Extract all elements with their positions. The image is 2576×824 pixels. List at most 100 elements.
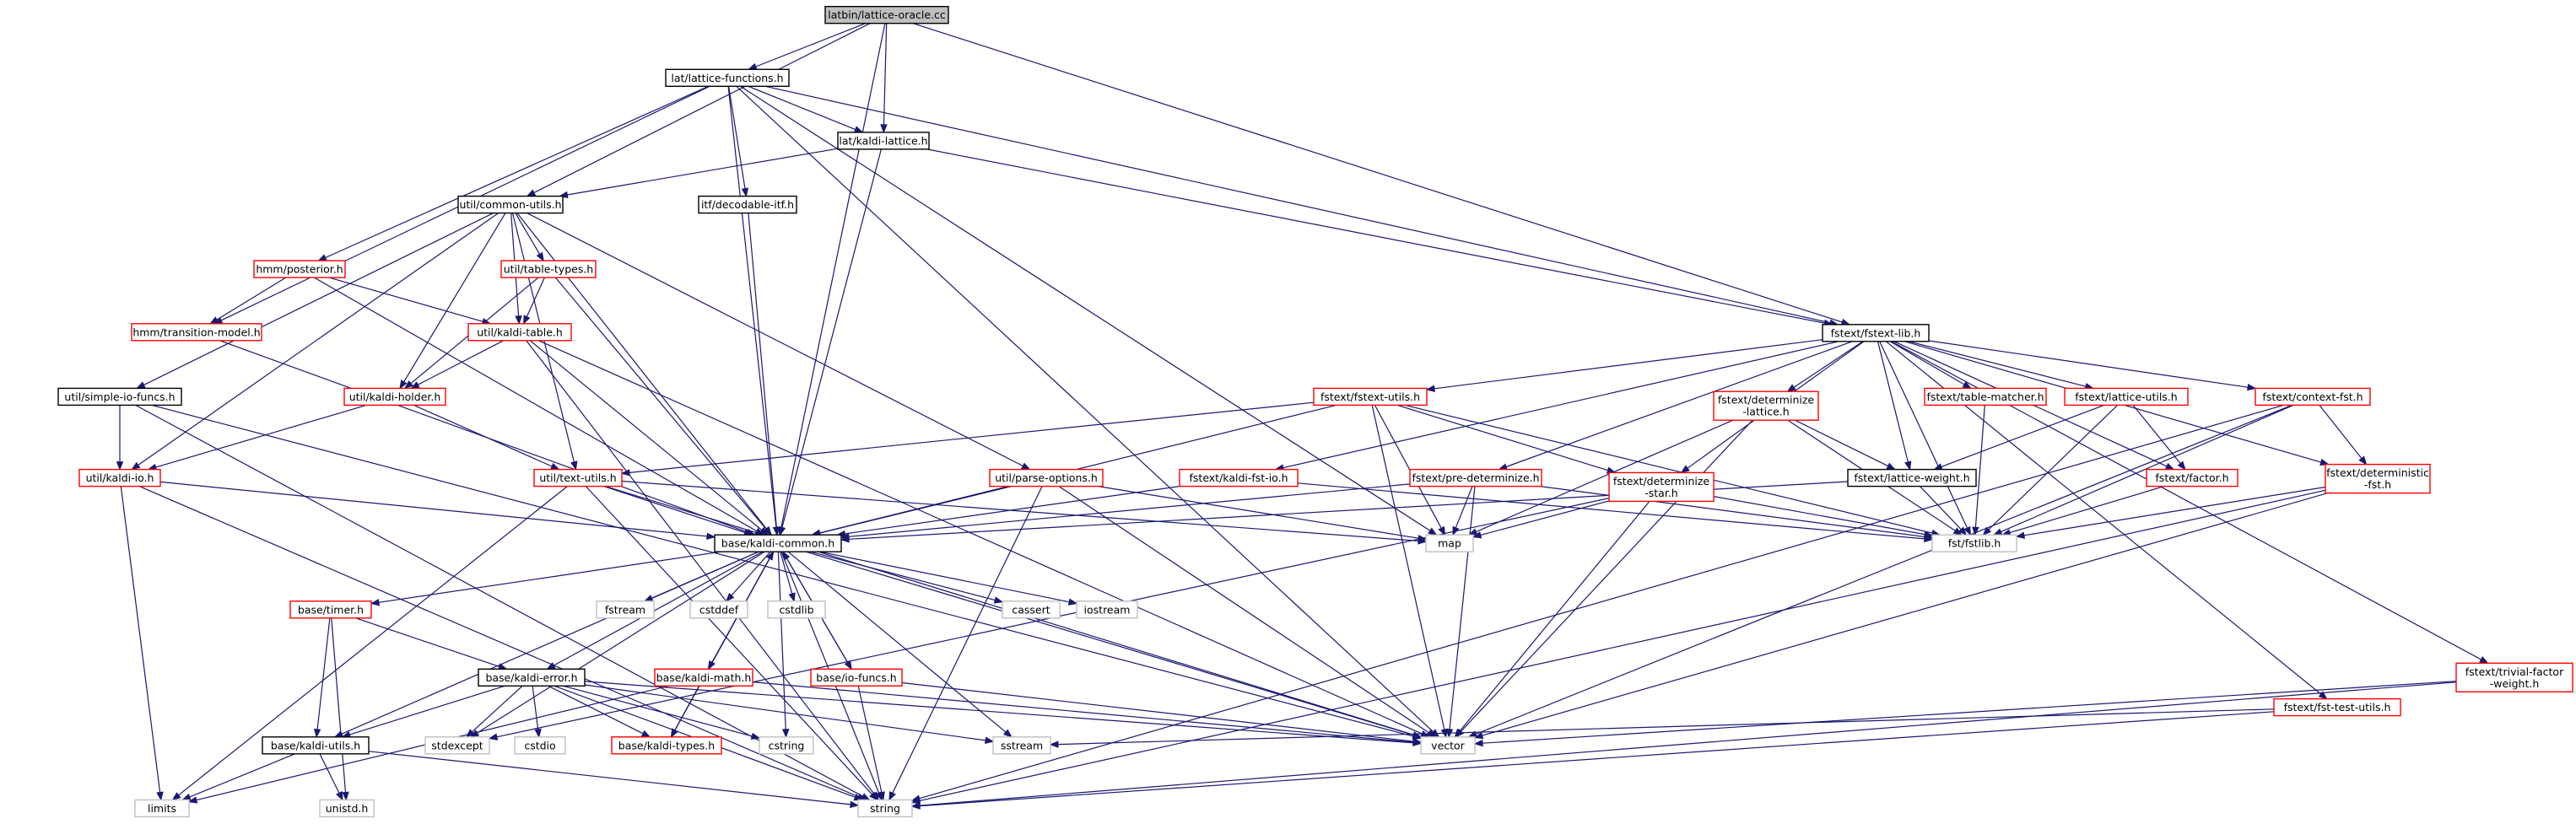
edge-determinize-star-to-map bbox=[1472, 500, 1610, 539]
node-trivial-factor-weight[interactable]: fstext/trivial-factor-weight.h bbox=[2455, 662, 2573, 692]
node-kaldi-error[interactable]: base/kaldi-error.h bbox=[478, 668, 586, 687]
edge-lattice-oracle-to-kaldi-lattice bbox=[880, 23, 888, 134]
node-kaldi-lattice[interactable]: lat/kaldi-lattice.h bbox=[837, 132, 930, 150]
edge-timer-to-kaldi-error bbox=[355, 617, 508, 671]
node-label: fstext/table-matcher.h bbox=[1926, 390, 2044, 403]
node-label: vector bbox=[1431, 739, 1466, 751]
node-determinize-star[interactable]: fstext/determinize-star.h bbox=[1608, 471, 1715, 503]
node-box bbox=[289, 600, 372, 619]
node-lattice-weight[interactable]: fstext/lattice-weight.h bbox=[1847, 468, 1977, 487]
node-iostream: iostream bbox=[1076, 600, 1138, 619]
node-label: util/simple-io-funcs.h bbox=[64, 390, 175, 403]
edge-context-fst-to-deterministic-fst bbox=[2319, 405, 2368, 466]
edge-lattice-oracle-to-kaldi-common bbox=[777, 23, 886, 536]
node-label: util/text-utils.h bbox=[539, 471, 616, 484]
edge-kaldi-lattice-to-common-utils bbox=[559, 148, 839, 199]
node-box bbox=[2273, 697, 2401, 717]
node-unistd: unistd.h bbox=[319, 799, 375, 818]
node-map: map bbox=[1425, 534, 1474, 552]
edge-fstext-utils-to-map bbox=[1374, 405, 1446, 536]
node-fstext-lib[interactable]: fstext/fstext-lib.h bbox=[1822, 324, 1930, 342]
node-box bbox=[1076, 600, 1138, 619]
node-label: string bbox=[870, 802, 900, 815]
node-box bbox=[253, 260, 346, 278]
node-context-fst[interactable]: fstext/context-fst.h bbox=[2255, 387, 2371, 407]
node-sstream: sstream bbox=[992, 736, 1051, 755]
edge-decodable-itf-to-kaldi-common bbox=[748, 213, 780, 536]
node-text-utils[interactable]: util/text-utils.h bbox=[533, 468, 623, 487]
node-table-matcher[interactable]: fstext/table-matcher.h bbox=[1924, 387, 2047, 407]
edge-determinize-lattice-to-map bbox=[1467, 419, 1734, 536]
node-kaldi-types[interactable]: base/kaldi-types.h bbox=[611, 736, 722, 755]
node-transition-model[interactable]: hmm/transition-model.h bbox=[131, 323, 262, 342]
edge-common-utils-to-text-utils bbox=[511, 213, 578, 471]
node-box bbox=[759, 736, 814, 755]
node-lattice-functions[interactable]: lat/lattice-functions.h bbox=[665, 68, 790, 88]
edge-posterior-to-kaldi-common bbox=[314, 277, 764, 536]
node-simple-io-funcs[interactable]: util/simple-io-funcs.h bbox=[57, 387, 182, 407]
node-label: cstdio bbox=[524, 739, 555, 751]
edge-pre-determinize-to-map bbox=[1452, 486, 1473, 536]
edge-determinize-lattice-to-vector bbox=[1455, 419, 1753, 738]
node-box bbox=[767, 600, 826, 619]
node-kaldi-common[interactable]: base/kaldi-common.h bbox=[714, 534, 842, 552]
node-label: lat/kaldi-lattice.h bbox=[839, 134, 927, 147]
node-parse-options[interactable]: util/parse-options.h bbox=[989, 468, 1104, 487]
edge-fstext-lib-to-lattice-weight bbox=[1877, 341, 1912, 471]
edge-fstext-lib-to-fstlib bbox=[1879, 341, 1971, 536]
node-kaldi-utils[interactable]: base/kaldi-utils.h bbox=[262, 736, 370, 755]
edge-kaldi-table-to-kaldi-holder bbox=[410, 340, 504, 390]
node-label: hmm/transition-model.h bbox=[132, 326, 260, 338]
edge-kaldi-error-to-vector bbox=[584, 681, 1423, 746]
edge-determinize-lattice-to-lattice-weight bbox=[1795, 419, 1897, 471]
node-box bbox=[78, 468, 161, 487]
node-box bbox=[1002, 600, 1061, 619]
edge-lattice-functions-to-posterior bbox=[317, 85, 709, 261]
node-factor[interactable]: fstext/factor.h bbox=[2146, 468, 2238, 487]
node-deterministic-fst[interactable]: fstext/deterministic-fst.h bbox=[2325, 463, 2431, 494]
node-posterior[interactable]: hmm/posterior.h bbox=[253, 260, 346, 278]
node-kaldi-table[interactable]: util/kaldi-table.h bbox=[467, 323, 572, 342]
node-cassert: cassert bbox=[1002, 600, 1061, 619]
node-fst-test-utils[interactable]: fstext/fst-test-utils.h bbox=[2273, 697, 2401, 717]
node-kaldi-holder[interactable]: util/kaldi-holder.h bbox=[343, 387, 446, 407]
node-kaldi-io[interactable]: util/kaldi-io.h bbox=[78, 468, 161, 487]
edge-timer-to-unistd bbox=[331, 617, 349, 801]
edge-kaldi-holder-to-text-utils bbox=[413, 404, 560, 471]
node-box bbox=[134, 799, 190, 818]
node-label: fstext/determinize bbox=[1718, 394, 1815, 407]
node-label: fstext/factor.h bbox=[2155, 471, 2228, 484]
node-fst-lattice-utils[interactable]: fstext/lattice-utils.h bbox=[2064, 387, 2189, 407]
node-decodable-itf[interactable]: itf/decodable-itf.h bbox=[698, 195, 797, 214]
node-common-utils[interactable]: util/common-utils.h bbox=[457, 195, 564, 214]
node-lattice-oracle[interactable]: latbin/lattice-oracle.cc bbox=[824, 5, 949, 24]
node-stdexcept: stdexcept bbox=[424, 736, 490, 755]
edge-lattice-functions-to-vector bbox=[736, 85, 1440, 738]
edge-common-utils-to-kaldi-holder bbox=[399, 213, 506, 390]
node-box bbox=[698, 195, 797, 214]
edge-deterministic-fst-to-fstlib bbox=[2015, 486, 2326, 539]
node-cstring: cstring bbox=[759, 736, 814, 755]
node-timer[interactable]: base/timer.h bbox=[289, 600, 372, 619]
node-table-types[interactable]: util/table-types.h bbox=[500, 260, 597, 278]
edge-fst-test-utils-to-string bbox=[910, 711, 2275, 810]
node-determinize-lattice[interactable]: fstext/determinize-lattice.h bbox=[1713, 390, 1819, 421]
edge-kaldi-error-to-kaldi-utils bbox=[341, 685, 505, 738]
node-box bbox=[457, 195, 564, 214]
node-label: map bbox=[1438, 537, 1461, 550]
edge-lattice-weight-to-fstlib bbox=[1920, 486, 1968, 536]
edge-fst-lattice-utils-to-lattice-weight bbox=[1933, 404, 2104, 471]
node-pre-determinize[interactable]: fstext/pre-determinize.h bbox=[1409, 468, 1542, 487]
node-fstream: fstream bbox=[596, 600, 655, 619]
edge-kaldi-holder-to-kaldi-io bbox=[147, 404, 367, 471]
node-label: fst/fstlib.h bbox=[1948, 537, 2001, 550]
edge-kaldi-common-to-vector bbox=[805, 551, 1423, 739]
node-fstext-utils[interactable]: fstext/fstext-utils.h bbox=[1313, 387, 1428, 407]
node-io-funcs[interactable]: base/io-funcs.h bbox=[810, 668, 903, 687]
edge-kaldi-common-to-iostream bbox=[819, 551, 1078, 606]
node-kaldi-math[interactable]: base/kaldi-math.h bbox=[654, 668, 753, 687]
node-box bbox=[654, 668, 753, 687]
edge-determinize-star-to-vector bbox=[1454, 501, 1650, 738]
node-kaldi-fst-io[interactable]: fstext/kaldi-fst-io.h bbox=[1179, 468, 1299, 487]
